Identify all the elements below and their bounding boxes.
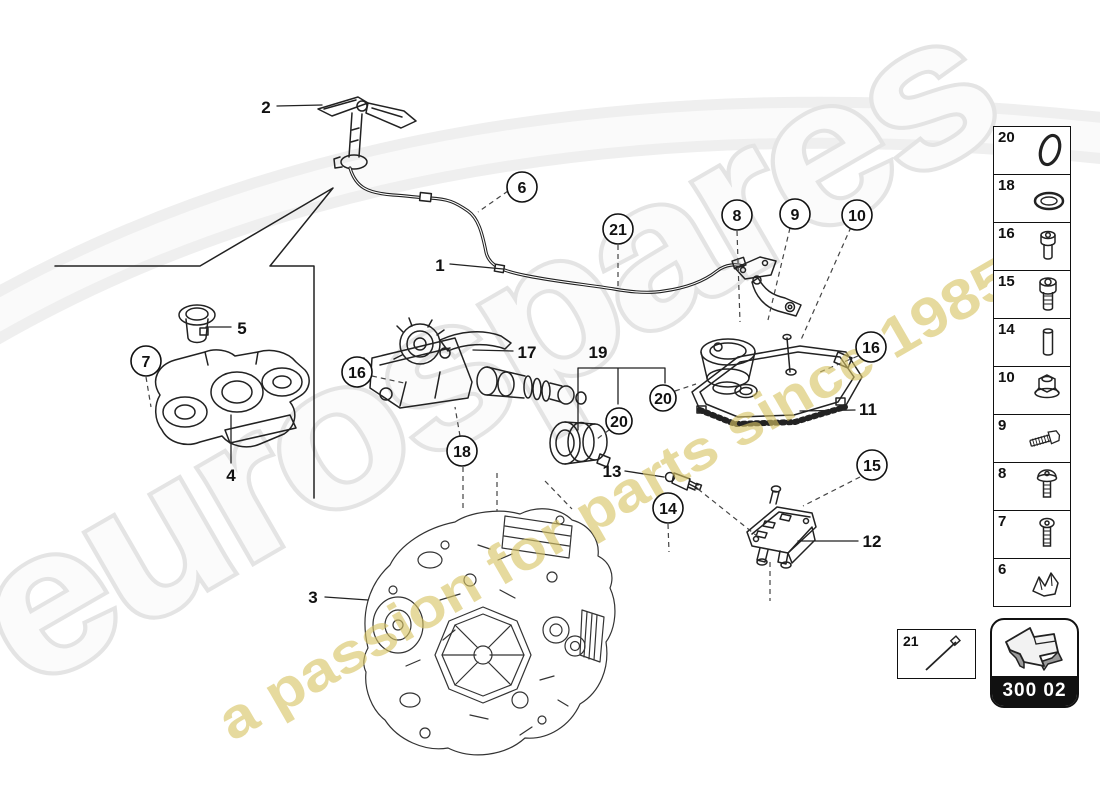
legend-number: 10 bbox=[998, 369, 1015, 386]
pan-screw-icon bbox=[1039, 517, 1055, 547]
button-screw-icon bbox=[1036, 469, 1058, 498]
callout-circle-16r bbox=[855, 331, 887, 363]
release-lever-part bbox=[317, 96, 417, 170]
callout-12: 12 bbox=[863, 532, 882, 551]
callout-circle-20b bbox=[649, 384, 677, 412]
watermark-swoosh bbox=[0, 96, 1100, 345]
callout-circle-18 bbox=[446, 435, 478, 467]
callout-13: 13 bbox=[603, 462, 622, 481]
flange-nut-icon bbox=[1034, 374, 1060, 399]
legend-row-6: 6 bbox=[994, 559, 1070, 606]
dowel-pin-icon bbox=[1042, 328, 1054, 356]
o-ring-icon bbox=[1038, 133, 1062, 167]
nav-badge: 300 02 bbox=[990, 618, 1079, 708]
callout-8-label: 8 bbox=[733, 208, 742, 225]
guide-sleeve-part bbox=[549, 421, 611, 468]
callout-2: 2 bbox=[261, 98, 270, 117]
legend-row-7: 7 bbox=[994, 511, 1070, 559]
callout-20b-label: 20 bbox=[654, 391, 672, 408]
cable-tie-icon bbox=[925, 635, 961, 671]
legend-number: 15 bbox=[998, 273, 1015, 290]
socket-bolt-icon bbox=[1039, 277, 1057, 311]
legend-row-20: 20 bbox=[994, 127, 1070, 175]
callout-circle-8 bbox=[721, 199, 753, 231]
legend-row-15: 15 bbox=[994, 271, 1070, 319]
callout-17: 17 bbox=[518, 343, 537, 362]
callout-11: 11 bbox=[859, 400, 877, 419]
legend-number: 6 bbox=[998, 561, 1007, 578]
callout-5: 5 bbox=[237, 319, 246, 338]
legend-number: 8 bbox=[998, 465, 1007, 482]
hardware-legend: 20 18 16 15 bbox=[993, 126, 1071, 607]
callout-circle-15 bbox=[856, 449, 888, 481]
mounting-bracket-part bbox=[746, 485, 817, 569]
callout-1: 1 bbox=[435, 256, 444, 275]
grommet-part bbox=[178, 304, 216, 344]
back-arrow-icon bbox=[1005, 627, 1063, 671]
callout-circle-10 bbox=[841, 199, 873, 231]
release-cable bbox=[348, 166, 745, 294]
tie-box-number: 21 bbox=[903, 633, 919, 649]
callout-circle-14 bbox=[652, 492, 684, 524]
legend-row-9: 9 bbox=[994, 415, 1070, 463]
legend-number: 9 bbox=[998, 417, 1007, 434]
callout-14-label: 14 bbox=[659, 501, 677, 518]
callout-18-label: 18 bbox=[453, 444, 471, 461]
gearbox-part bbox=[363, 508, 616, 756]
callout-10-label: 10 bbox=[848, 208, 866, 225]
legend-number: 16 bbox=[998, 225, 1015, 242]
legend-row-14: 14 bbox=[994, 319, 1070, 367]
callout-9-label: 9 bbox=[791, 207, 800, 224]
callout-6-label: 6 bbox=[518, 180, 527, 197]
callout-4: 4 bbox=[226, 466, 236, 485]
hex-bolt-icon bbox=[1029, 430, 1061, 447]
callout-circle-20a bbox=[605, 407, 633, 435]
legend-number: 7 bbox=[998, 513, 1007, 530]
legend-row-8: 8 bbox=[994, 463, 1070, 511]
legend-row-16: 16 bbox=[994, 223, 1070, 271]
pointer-outline bbox=[54, 187, 334, 499]
callout-16r-label: 16 bbox=[862, 340, 880, 357]
callouts: 2 1 17 19 5 4 3 13 11 12 bbox=[130, 98, 888, 607]
callout-circle-7 bbox=[130, 345, 162, 377]
legend-row-18: 18 bbox=[994, 175, 1070, 223]
leader-lines bbox=[205, 104, 859, 601]
nav-badge-code: 300 02 bbox=[1002, 680, 1067, 701]
nav-badge-band: 300 02 bbox=[992, 676, 1077, 706]
callout-21-label: 21 bbox=[609, 222, 627, 239]
legend-number: 14 bbox=[998, 321, 1015, 338]
dashed-leaders bbox=[145, 190, 861, 601]
sensor-part bbox=[664, 471, 703, 491]
callout-15-label: 15 bbox=[863, 458, 881, 475]
cover-part bbox=[691, 333, 863, 427]
flanged-bolt-icon bbox=[1040, 230, 1056, 260]
callout-circle-6 bbox=[506, 171, 538, 203]
release-mechanism-part bbox=[349, 317, 587, 409]
seal-ring-icon bbox=[1033, 191, 1065, 211]
legend-number: 20 bbox=[998, 129, 1015, 146]
retaining-clip-icon bbox=[1032, 572, 1059, 597]
callout-circle-21 bbox=[602, 213, 634, 245]
callout-20a-label: 20 bbox=[610, 414, 628, 431]
callout-circle-16l bbox=[341, 356, 373, 388]
legend-row-10: 10 bbox=[994, 367, 1070, 415]
legend-number: 18 bbox=[998, 177, 1015, 194]
callout-circle-9 bbox=[779, 198, 811, 230]
callout-19: 19 bbox=[589, 343, 608, 362]
callout-7-label: 7 bbox=[142, 354, 151, 371]
line-art bbox=[54, 96, 863, 756]
callout-16l-label: 16 bbox=[348, 365, 366, 382]
cable-tie-box: 21 bbox=[897, 629, 976, 679]
callout-3: 3 bbox=[308, 588, 317, 607]
lever-bracket-part bbox=[154, 349, 310, 448]
